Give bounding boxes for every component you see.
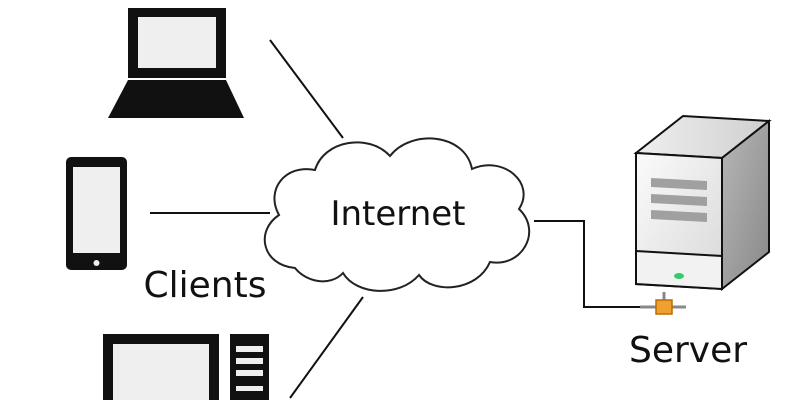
network-connector-icon	[640, 292, 686, 315]
internet-label: Internet	[330, 194, 465, 234]
internet-to-server-line	[534, 220, 641, 308]
laptop-icon	[108, 8, 244, 118]
clients-label: Clients	[144, 265, 267, 306]
server-status-light	[674, 273, 684, 279]
smartphone-icon	[66, 157, 127, 270]
server-label: Server	[629, 330, 747, 371]
desktop-computer-icon	[103, 334, 269, 400]
connection-lines	[150, 39, 641, 399]
server-tower-icon	[633, 114, 772, 292]
desktop-to-internet-line	[289, 296, 364, 399]
laptop-to-internet-line	[269, 39, 344, 139]
cloud-icon: Internet	[263, 137, 531, 292]
